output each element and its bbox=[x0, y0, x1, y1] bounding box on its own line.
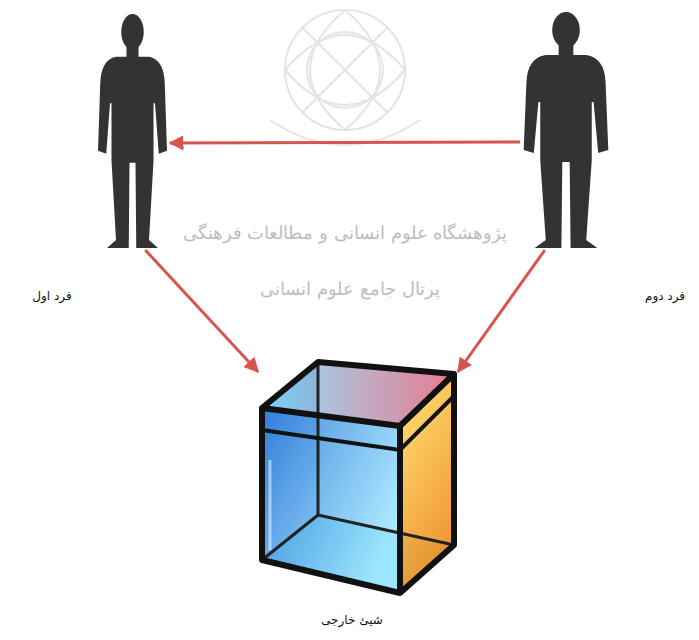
watermark-text: پرتال جامع علوم انسانی bbox=[260, 278, 439, 300]
arrow-connector bbox=[170, 141, 520, 145]
person-silhouette bbox=[520, 10, 612, 250]
arrow-connector bbox=[458, 250, 545, 372]
node-label: شیئ خارجی bbox=[321, 613, 383, 627]
watermark-text: پژوهشگاه علوم انسانی و مطالعات فرهنگی bbox=[183, 222, 508, 244]
cube-drawing bbox=[258, 360, 458, 595]
person-silhouette bbox=[95, 12, 170, 250]
node-label: فرد اول bbox=[32, 289, 71, 303]
node-label: فرد دوم bbox=[645, 289, 685, 303]
arrow-connector bbox=[145, 250, 258, 372]
person-figure: فرد اول bbox=[95, 12, 170, 250]
person-figure: فرد دوم bbox=[520, 10, 612, 250]
cube-object: شیئ خارجی bbox=[258, 360, 458, 595]
